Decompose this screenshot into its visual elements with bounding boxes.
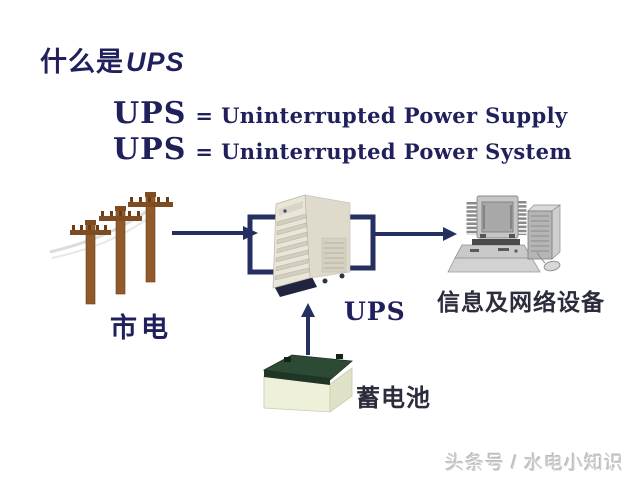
ups-label: UPS — [344, 297, 406, 326]
left-bracket-icon — [247, 214, 278, 275]
definition-text: = Uninterrupted Power System — [195, 139, 573, 164]
power-poles-icon — [49, 192, 173, 305]
battery-icon — [262, 354, 353, 413]
title-emphasis: UPS — [126, 47, 185, 77]
equipment-label: 信息及网络设备 — [437, 289, 605, 315]
right-bracket-icon — [350, 214, 376, 271]
right-arrow-icon — [373, 227, 457, 241]
title-prefix: 什么是 — [40, 47, 124, 77]
computer-equipment-icon — [447, 195, 562, 273]
page-title: 什么是UPS — [40, 40, 185, 79]
right-arrow-icon — [172, 226, 258, 240]
battery-label: 蓄电池 — [356, 385, 431, 412]
definition-text: = Uninterrupted Power Supply — [195, 103, 568, 128]
definition-term: UPS — [113, 96, 187, 131]
up-arrow-icon — [301, 303, 315, 355]
definition-term: UPS — [113, 132, 187, 167]
definition-line-1: UPS = Uninterrupted Power Supply — [113, 96, 572, 131]
mains-label: 市电 — [110, 313, 172, 343]
ups-tower-icon — [272, 194, 352, 297]
watermark: 头条号 / 水电小知识 — [445, 453, 624, 474]
definition-line-2: UPS = Uninterrupted Power System — [113, 132, 572, 167]
definitions: UPS = Uninterrupted Power Supply UPS = U… — [113, 96, 572, 167]
